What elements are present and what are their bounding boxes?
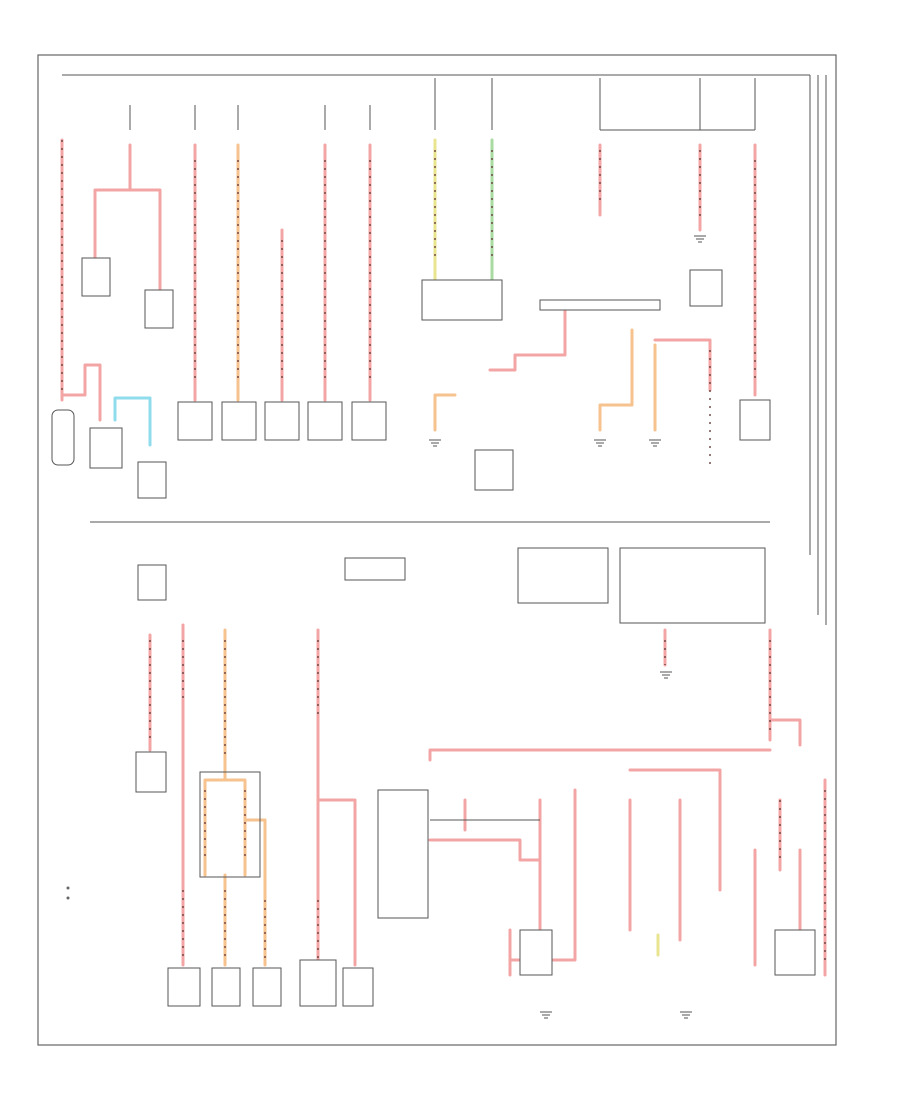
component-c23 [252,967,282,1007]
relay-box [199,771,261,878]
component-c14 [739,399,771,441]
lower-modules [137,547,766,624]
component-c12 [539,299,661,311]
component-c21 [167,967,201,1007]
component-c24 [299,959,337,1007]
component-c3 [51,409,75,466]
lower-wires [148,623,827,977]
lower-segment-marks [149,640,826,960]
component-c13 [474,449,514,491]
component-c18 [517,547,609,604]
component-c2 [144,289,174,329]
component-c20 [135,751,167,793]
component-c11 [421,279,503,321]
upper-segment-marks [61,140,756,470]
component-c9 [307,401,343,441]
component-c8 [264,401,300,441]
component-c19 [619,547,766,624]
legend-marker-1 [66,886,70,890]
legend-marker-2 [66,896,70,900]
component-c4 [89,427,123,469]
component-c15 [689,269,723,307]
component-c27 [519,929,553,976]
component-c7 [221,401,257,441]
component-c16 [137,564,167,601]
component-c28 [774,929,816,976]
diagram-frame [37,54,837,1046]
upper-components [51,257,771,499]
component-c25 [342,967,374,1007]
lower-grounds [540,671,692,1019]
upper-grounds [429,235,706,447]
lower-components [135,751,816,1007]
component-c26 [377,789,429,919]
component-c17 [344,557,406,581]
component-c22 [211,967,241,1007]
component-c5 [137,461,167,499]
component-c10 [351,401,387,441]
legend [66,886,70,900]
component-c6 [177,401,213,441]
top-fuses [129,78,756,131]
component-c1 [81,257,111,297]
